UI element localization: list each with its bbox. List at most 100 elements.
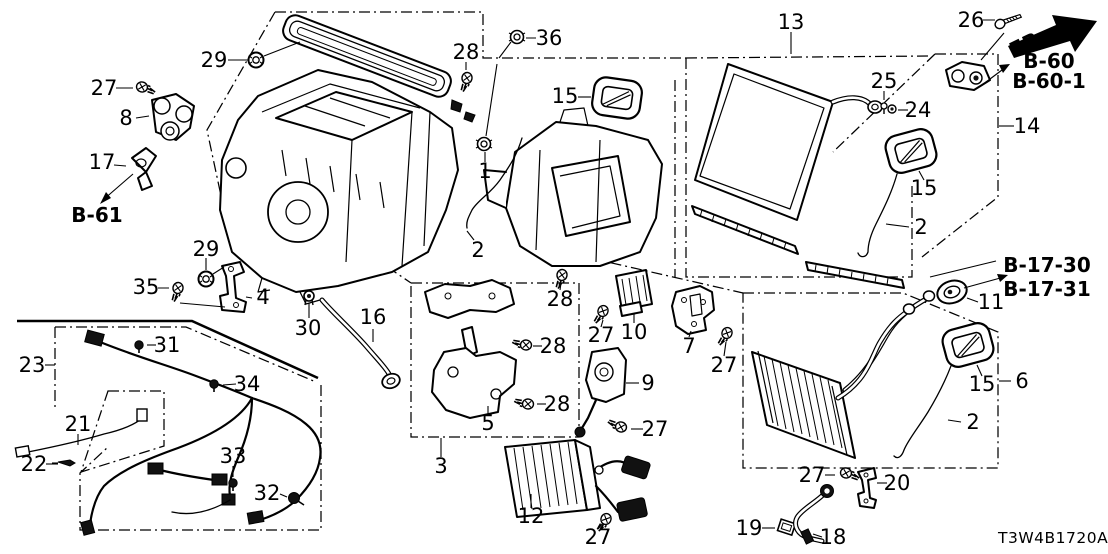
fr-arrow-icon	[1008, 15, 1097, 58]
duct-grommet-15	[589, 74, 645, 122]
fasteners	[134, 8, 1023, 535]
expansion-valve-b60	[945, 61, 991, 91]
evaporator-group-box	[685, 55, 931, 278]
main-heater-housing	[219, 69, 459, 305]
callout-33-47: 33	[220, 444, 247, 468]
hose-18	[793, 484, 834, 545]
callout-31-43: 31	[154, 333, 181, 357]
callout-24-17: 24	[905, 98, 932, 122]
heater-element	[504, 439, 651, 522]
callout-15-22: 15	[969, 372, 996, 396]
callout-6-23: 6	[1015, 369, 1028, 393]
callout-20-39: 20	[884, 471, 911, 495]
callout-27-33: 27	[642, 417, 669, 441]
callout-2-24: 2	[966, 410, 979, 434]
callout-1-12: 1	[478, 159, 491, 183]
duct-grommet-15	[938, 319, 998, 371]
callout-15-19: 15	[911, 176, 938, 200]
callout-25-16: 25	[871, 69, 898, 93]
reference-label-layer: B-61B-60B-60-1B-17-30B-17-31	[71, 49, 1090, 301]
arrowhead	[997, 274, 1008, 282]
harness-subgroup-box	[80, 390, 165, 473]
callout-35-5: 35	[133, 275, 160, 299]
ref-label-b17-30-3: B-17-30	[1003, 253, 1091, 277]
callout-12-36: 12	[518, 504, 545, 528]
leader-lines	[45, 19, 1014, 538]
evaporator-core	[691, 63, 905, 289]
callout-18-41: 18	[820, 525, 847, 549]
callout-27-37: 27	[585, 525, 612, 549]
callout-13-14: 13	[778, 10, 805, 34]
arrowhead	[100, 192, 111, 204]
heater-core	[751, 290, 936, 459]
callout-4-6: 4	[256, 285, 269, 309]
connector	[211, 473, 228, 486]
heater-core-group-box	[742, 292, 999, 469]
rod-wire-2	[466, 137, 957, 459]
connector	[221, 493, 236, 506]
bracket-5	[431, 326, 517, 419]
arrowhead	[999, 64, 1010, 73]
callout-11-21: 11	[978, 290, 1005, 314]
sensor-17	[131, 147, 157, 191]
callout-10-26: 10	[621, 320, 648, 344]
callout-8-2: 8	[119, 106, 132, 130]
duct-grommet-15	[881, 125, 941, 177]
callout-28-25: 28	[547, 287, 574, 311]
callout-23-42: 23	[19, 353, 46, 377]
callout-21-45: 21	[65, 412, 92, 436]
ref-label-b60-1: B-60	[1023, 49, 1074, 73]
connector	[621, 455, 651, 480]
clip-19	[776, 518, 797, 537]
callout-28-30: 28	[540, 334, 567, 358]
harness-divider-line	[17, 319, 319, 380]
servo-motor-9	[574, 347, 627, 438]
callout-27-1: 27	[91, 76, 118, 100]
callout-5-34: 5	[481, 411, 494, 435]
callout-27-27: 27	[588, 323, 615, 347]
grommet-11	[936, 279, 968, 305]
callout-36-9: 36	[536, 26, 563, 50]
callout-28-31: 28	[544, 392, 571, 416]
blower-sub-housing	[483, 107, 663, 267]
callout-17-3: 17	[89, 150, 116, 174]
wire-harness	[80, 329, 322, 536]
drawing-code: T3W4B1720A	[997, 529, 1108, 547]
bracket-20	[857, 467, 877, 509]
water-valve-8	[151, 93, 195, 141]
callout-14-18: 14	[1014, 114, 1041, 138]
manifold-casting	[424, 279, 515, 319]
callout-29-0: 29	[201, 48, 228, 72]
clip-part	[463, 111, 476, 123]
bracket-4	[219, 261, 247, 313]
clip-30	[303, 290, 315, 306]
callout-22-46: 22	[21, 452, 48, 476]
seal-strip	[691, 205, 799, 255]
callout-27-29: 27	[711, 353, 738, 377]
connector	[84, 329, 105, 347]
connector	[616, 497, 648, 522]
callout-2-13: 2	[471, 238, 484, 262]
callout-29-4: 29	[193, 237, 220, 261]
pin-22	[52, 459, 76, 467]
seal-frame	[282, 14, 452, 98]
hose-16	[319, 297, 401, 390]
callout-28-10: 28	[453, 40, 480, 64]
drain-tube-21	[14, 408, 148, 458]
callout-34-44: 34	[234, 372, 261, 396]
resistor-10	[615, 269, 653, 317]
callout-3-35: 3	[434, 454, 447, 478]
callout-16-8: 16	[360, 305, 387, 329]
clip-part	[450, 99, 463, 113]
seal-strip	[805, 261, 905, 289]
callout-30-7: 30	[295, 316, 322, 340]
ref-label-b17-31-4: B-17-31	[1003, 277, 1091, 301]
callout-9-32: 9	[641, 371, 654, 395]
callout-15-11: 15	[552, 84, 579, 108]
callout-7-28: 7	[682, 334, 695, 358]
connector	[147, 462, 164, 475]
callout-27-38: 27	[799, 463, 826, 487]
callout-32-48: 32	[254, 481, 281, 505]
